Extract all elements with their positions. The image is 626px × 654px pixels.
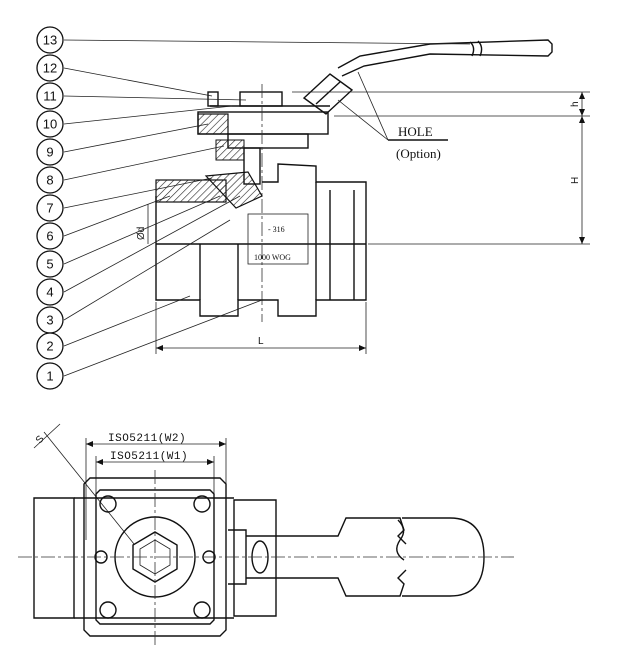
length-dimension: L bbox=[155, 302, 367, 354]
svg-text:13: 13 bbox=[43, 33, 57, 48]
svg-text:4: 4 bbox=[46, 285, 53, 300]
stem-size-label: S bbox=[34, 433, 47, 445]
dimension-H: H bbox=[570, 177, 581, 184]
part-bubble-3: 3 bbox=[36, 306, 64, 334]
svg-text:11: 11 bbox=[43, 89, 57, 104]
part-bubble-1: 1 bbox=[36, 362, 64, 390]
valve-body bbox=[155, 163, 367, 317]
svg-text:6: 6 bbox=[46, 229, 53, 244]
part-bubble-5: 5 bbox=[36, 250, 64, 278]
part-bubble-7: 7 bbox=[36, 194, 64, 222]
part-bubble-6: 6 bbox=[36, 222, 64, 250]
iso-dimensions: ISO5211(W2) ISO5211(W1) bbox=[85, 433, 227, 540]
part-bubble-10: 10 bbox=[36, 110, 64, 138]
iso-w2-label: ISO5211(W2) bbox=[108, 433, 186, 445]
part-bubble-11: 11 bbox=[36, 82, 64, 110]
part-bubble-4: 4 bbox=[36, 278, 64, 306]
dimension-L: L bbox=[258, 336, 264, 347]
part-bubbles: 13 12 11 10 9 8 7 6 5 4 3 2 1 bbox=[36, 26, 64, 390]
hole-note: HOLE (Option) bbox=[337, 71, 448, 161]
hole-label: HOLE bbox=[398, 124, 433, 139]
svg-text:5: 5 bbox=[46, 257, 53, 272]
elevation-view: - 316 1000 WOG HOLE (Option) h H L bbox=[36, 26, 590, 390]
hole-option-label: (Option) bbox=[396, 146, 441, 161]
svg-text:1: 1 bbox=[46, 369, 53, 384]
svg-text:7: 7 bbox=[46, 201, 53, 216]
handle-lever bbox=[302, 39, 553, 115]
plan-view: ISO5211(W2) ISO5211(W1) S bbox=[18, 423, 514, 646]
svg-text:8: 8 bbox=[46, 173, 53, 188]
svg-text:9: 9 bbox=[46, 145, 53, 160]
part-bubble-8: 8 bbox=[36, 166, 64, 194]
bore-dimension: Ød bbox=[136, 204, 149, 244]
body-material-marking: - 316 bbox=[268, 225, 285, 234]
svg-text:12: 12 bbox=[43, 61, 57, 76]
svg-text:10: 10 bbox=[43, 117, 57, 132]
dimension-h: h bbox=[570, 101, 581, 107]
body-pressure-marking: 1000 WOG bbox=[254, 253, 291, 262]
part-bubble-2: 2 bbox=[36, 332, 64, 360]
iso-w1-label: ISO5211(W1) bbox=[110, 451, 188, 463]
part-bubble-13: 13 bbox=[36, 26, 64, 54]
part-bubble-9: 9 bbox=[36, 138, 64, 166]
leader-lines bbox=[63, 39, 471, 377]
svg-text:2: 2 bbox=[46, 339, 53, 354]
part-bubble-12: 12 bbox=[36, 54, 64, 82]
stem-top bbox=[197, 91, 330, 185]
svg-text:3: 3 bbox=[46, 313, 53, 328]
plan-handle bbox=[228, 517, 485, 597]
height-dimensions: h H bbox=[292, 91, 590, 245]
dimension-bore: Ød bbox=[136, 227, 147, 240]
